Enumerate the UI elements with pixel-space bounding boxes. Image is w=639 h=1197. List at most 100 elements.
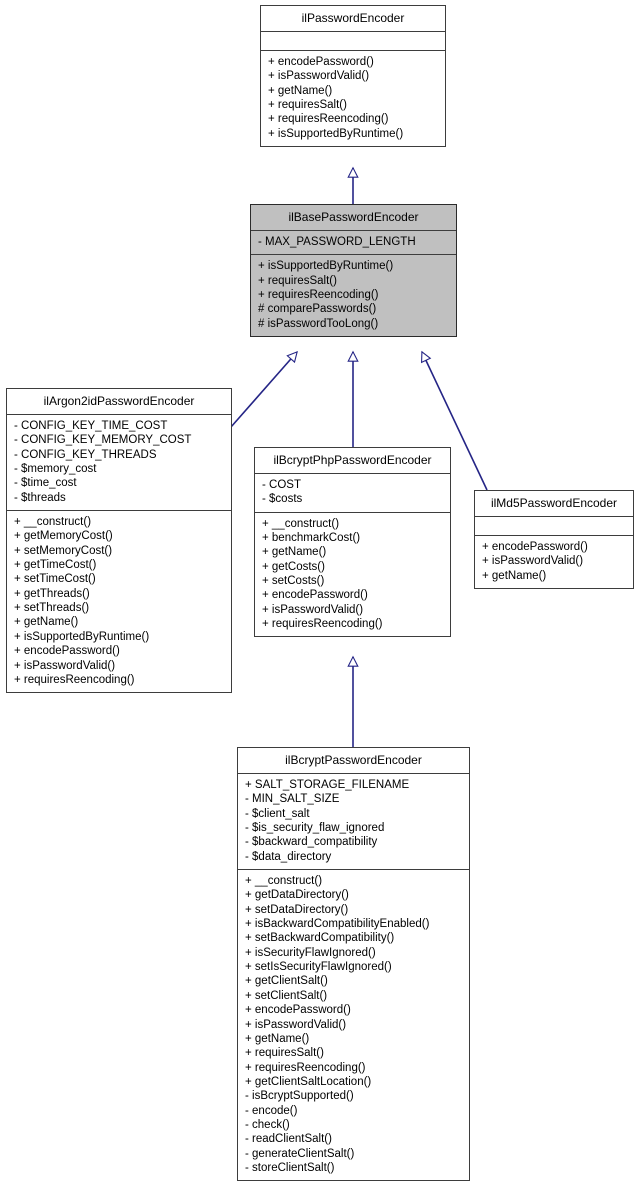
method-row: - isBcryptSupported(): [245, 1090, 354, 1103]
method-row: + setBackwardCompatibility(): [245, 932, 395, 945]
class-box-ilmd5passwordencoder[interactable]: ilMd5PasswordEncoder + encodePassword() …: [474, 490, 634, 590]
attribute-row: - $backward_compatibility: [245, 836, 378, 849]
compartment-divider: [251, 254, 456, 256]
method-row: + setDataDirectory(): [245, 903, 349, 916]
attribute-row: - $threads: [14, 491, 66, 504]
class-title: ilArgon2idPasswordEncoder: [43, 394, 195, 408]
method-row: + setClientSalt(): [245, 989, 328, 1002]
method-row: + getName(): [14, 616, 79, 629]
method-row: + requiresReencoding(): [262, 618, 383, 631]
attribute-row: - CONFIG_KEY_MEMORY_COST: [14, 434, 192, 447]
method-row: + encodePassword(): [262, 589, 368, 602]
method-row: + encodePassword(): [268, 56, 374, 68]
method-row: + getClientSalt(): [245, 975, 328, 988]
attribute-row: - $data_directory: [245, 850, 332, 863]
method-row: + isPasswordValid(): [482, 555, 584, 568]
method-row: - generateClientSalt(): [245, 1147, 355, 1160]
method-row: + isBackwardCompatibilityEnabled(): [245, 918, 430, 931]
attributes-compartment: + SALT_STORAGE_FILENAME - MIN_SALT_SIZE …: [238, 774, 469, 869]
method-row: # isPasswordTooLong(): [258, 317, 379, 330]
class-box-ilbcryptpasswordencoder[interactable]: ilBcryptPasswordEncoder + SALT_STORAGE_F…: [237, 747, 470, 1182]
method-row: + encodePassword(): [14, 645, 120, 658]
attribute-row: - $time_cost: [14, 477, 77, 490]
compartment-divider: [261, 50, 445, 51]
class-title: ilMd5PasswordEncoder: [490, 496, 618, 510]
method-row: + requiresSalt(): [258, 274, 337, 287]
compartment-divider: [238, 869, 469, 871]
attribute-row: - MAX_PASSWORD_LENGTH: [258, 236, 416, 248]
class-title: ilPasswordEncoder: [301, 11, 405, 25]
methods-compartment: + encodePassword() + isPasswordValid() +…: [261, 51, 445, 146]
method-row: - check(): [245, 1118, 290, 1131]
method-row: + requiresSalt(): [245, 1047, 324, 1060]
method-row: + isPasswordValid(): [245, 1018, 347, 1031]
attribute-row: - $is_security_flaw_ignored: [245, 822, 385, 835]
attributes-compartment: - MAX_PASSWORD_LENGTH: [251, 231, 456, 254]
method-row: + encodePassword(): [482, 541, 588, 553]
method-row: + getTimeCost(): [14, 559, 97, 572]
attribute-row: - $memory_cost: [14, 463, 97, 476]
attribute-row: - $costs: [262, 493, 303, 506]
method-row: + getName(): [262, 546, 327, 559]
method-row: + requiresReencoding(): [245, 1061, 366, 1074]
method-row: + requiresSalt(): [268, 99, 347, 112]
compartment-divider: [261, 31, 445, 32]
attributes-compartment: [261, 32, 445, 50]
compartment-divider: [238, 773, 469, 774]
class-box-ilbasepasswordencoder[interactable]: ilBasePasswordEncoder - MAX_PASSWORD_LEN…: [250, 204, 457, 338]
compartment-divider: [255, 511, 450, 513]
method-row: + getCosts(): [262, 560, 325, 573]
attributes-compartment: - COST - $costs: [255, 474, 450, 512]
edge-argon2id-to-base: [230, 350, 298, 428]
attribute-row: - CONFIG_KEY_TIME_COST: [14, 420, 168, 432]
method-row: + requiresReencoding(): [14, 673, 135, 686]
method-row: + getDataDirectory(): [245, 889, 349, 902]
method-row: + encodePassword(): [245, 1004, 351, 1017]
methods-compartment: + __construct() + getDataDirectory() + s…: [238, 870, 469, 1180]
method-row: - storeClientSalt(): [245, 1161, 335, 1174]
methods-compartment: + __construct() + benchmarkCost() + getN…: [255, 513, 450, 637]
compartment-divider: [7, 414, 231, 415]
method-row: + isPasswordValid(): [262, 603, 364, 616]
attributes-compartment: - CONFIG_KEY_TIME_COST - CONFIG_KEY_MEMO…: [7, 415, 231, 510]
class-box-ilpasswordencoder[interactable]: ilPasswordEncoder + encodePassword() + i…: [260, 5, 446, 148]
method-row: + requiresReencoding(): [268, 113, 389, 126]
method-row: + setTimeCost(): [14, 573, 96, 586]
method-row: + setMemoryCost(): [14, 544, 113, 557]
method-row: + getName(): [482, 569, 547, 582]
method-row: + __construct(): [14, 516, 92, 529]
methods-compartment: + encodePassword() + isPasswordValid() +…: [475, 536, 633, 588]
method-row: + isPasswordValid(): [268, 70, 370, 83]
method-row: + setCosts(): [262, 575, 325, 588]
method-row: + getName(): [245, 1032, 310, 1045]
method-row: + isSupportedByRuntime(): [14, 630, 150, 643]
class-title: ilBcryptPhpPasswordEncoder: [273, 453, 432, 467]
attribute-row: - MIN_SALT_SIZE: [245, 793, 340, 806]
compartment-divider: [475, 535, 633, 536]
method-row: + setThreads(): [14, 602, 90, 615]
methods-compartment: + isSupportedByRuntime() + requiresSalt(…: [251, 255, 456, 336]
class-box-ilbcryptphppasswordencoder[interactable]: ilBcryptPhpPasswordEncoder - COST - $cos…: [254, 447, 451, 638]
method-row: + __construct(): [245, 875, 323, 888]
method-row: + getThreads(): [14, 587, 90, 600]
attribute-row: - $client_salt: [245, 807, 310, 820]
method-row: + isPasswordValid(): [14, 659, 116, 672]
compartment-divider: [255, 473, 450, 474]
attributes-compartment: [475, 517, 633, 535]
class-title: ilBcryptPasswordEncoder: [285, 753, 422, 767]
compartment-divider: [475, 516, 633, 517]
method-row: + benchmarkCost(): [262, 532, 361, 545]
attribute-row: - CONFIG_KEY_THREADS: [14, 448, 157, 461]
method-row: + requiresReencoding(): [258, 289, 379, 302]
method-row: + getName(): [268, 84, 333, 97]
method-row: + isSupportedByRuntime(): [258, 260, 394, 273]
method-row: + isSupportedByRuntime(): [268, 127, 404, 140]
method-row: + getClientSaltLocation(): [245, 1075, 372, 1088]
class-title: ilBasePasswordEncoder: [288, 210, 419, 224]
method-row: - encode(): [245, 1104, 298, 1117]
class-box-ilargon2idpasswordencoder[interactable]: ilArgon2idPasswordEncoder - CONFIG_KEY_T…: [6, 388, 232, 694]
compartment-divider: [251, 230, 456, 231]
method-row: + setIsSecurityFlawIgnored(): [245, 961, 392, 974]
method-row: # comparePasswords(): [258, 303, 377, 316]
